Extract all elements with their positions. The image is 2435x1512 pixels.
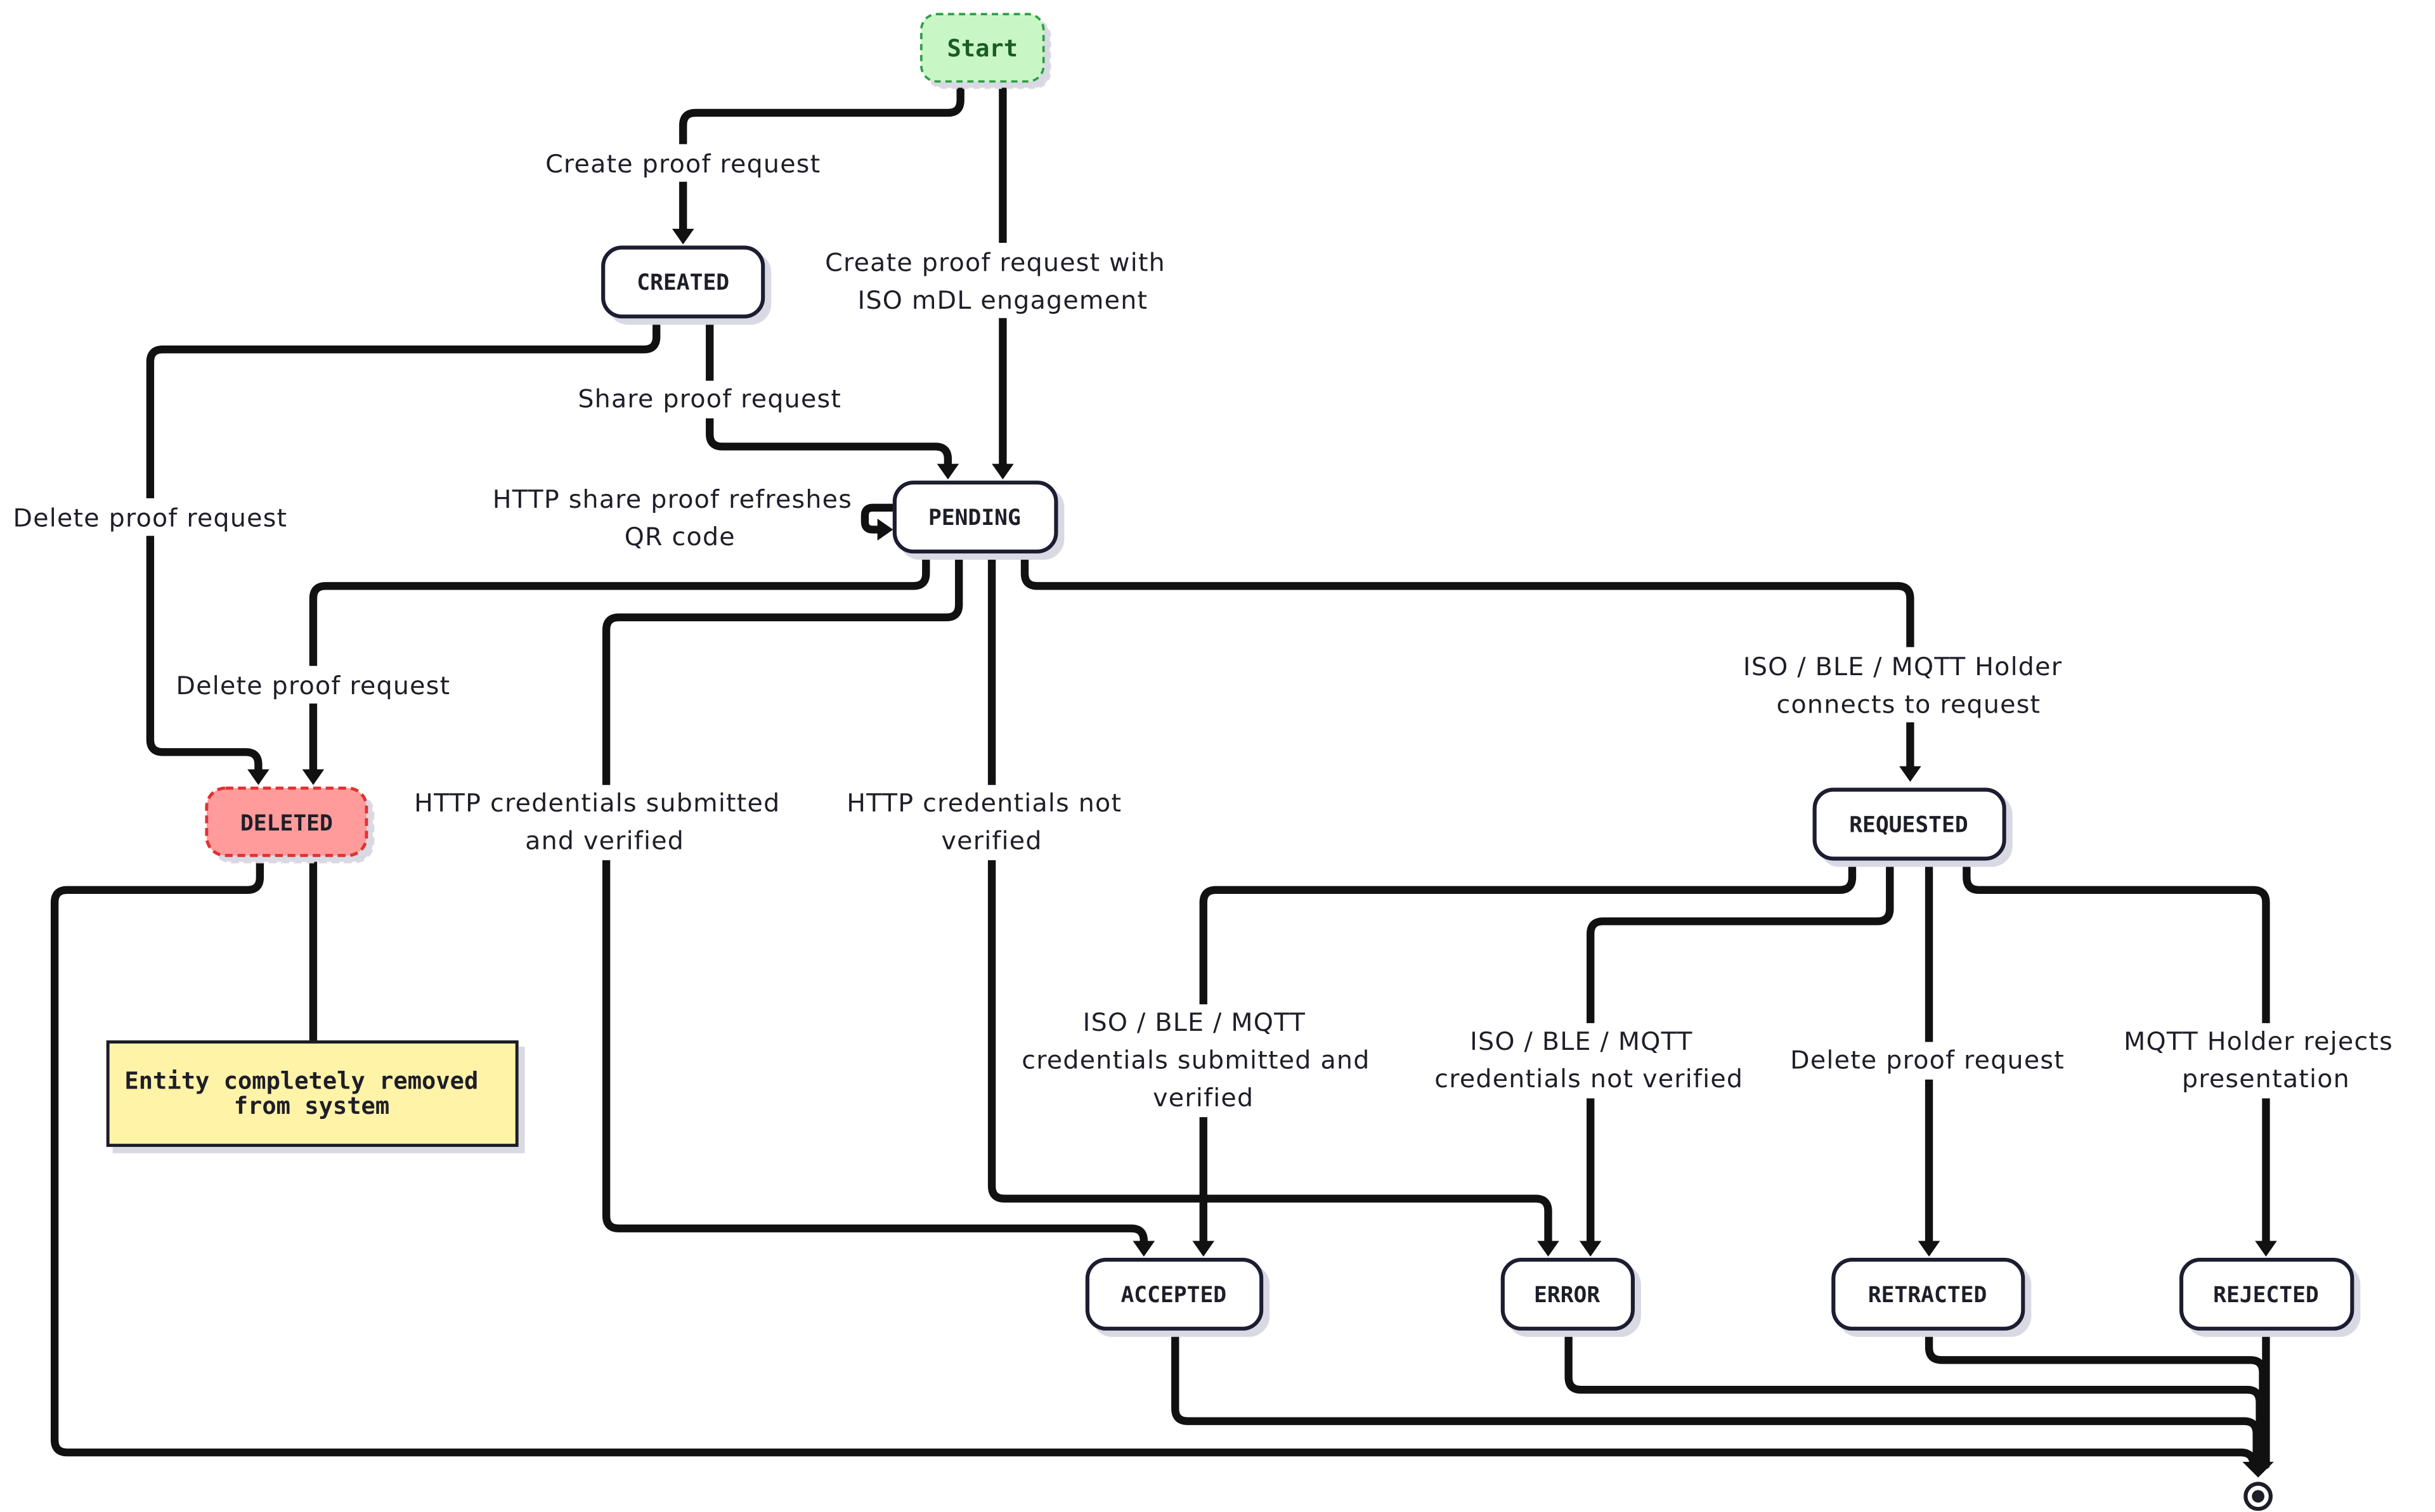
- nodes: Start CREATED PENDING DELETED REQUESTED …: [106, 13, 2354, 1331]
- note-entity-removed: Entity completely removed from system: [106, 1040, 519, 1147]
- end-state-icon: [2243, 1482, 2273, 1511]
- node-pending-label: PENDING: [928, 505, 1021, 531]
- label-requested-retracted: Delete proof request: [1790, 1046, 2065, 1075]
- edge-pending-deleted: [309, 547, 930, 779]
- node-requested-label: REQUESTED: [1849, 812, 1968, 837]
- edge-accepted-end: [1171, 1324, 2261, 1470]
- edge-pending-accepted: [602, 547, 1148, 1250]
- node-retracted: RETRACTED: [1831, 1257, 2025, 1331]
- label-requested-error: ISO / BLE / MQTT credentials not verifie…: [1434, 1027, 1743, 1094]
- node-rejected-label: REJECTED: [2213, 1283, 2319, 1308]
- edge-requested-accepted: [1199, 855, 1857, 1250]
- edge-retracted-end: [1925, 1324, 2267, 1470]
- edge-pending-self: [860, 503, 897, 534]
- edge-labels: Create proof request Create proof reques…: [13, 144, 2402, 1118]
- label-pending-accepted: HTTP credentials submitted and verified: [414, 789, 789, 855]
- node-rejected: REJECTED: [2179, 1257, 2354, 1331]
- label-requested-rejected: MQTT Holder rejects presentation: [2124, 1027, 2402, 1094]
- node-start: Start: [920, 13, 1045, 83]
- arrowhead-pending-from-created: [937, 463, 959, 480]
- label-created-deleted: Delete proof request: [13, 503, 288, 533]
- node-error: ERROR: [1500, 1257, 1635, 1331]
- node-deleted-label: DELETED: [240, 811, 333, 836]
- label-requested-accepted: ISO / BLE / MQTT credentials submitted a…: [1022, 1008, 1379, 1113]
- node-created-label: CREATED: [637, 270, 729, 295]
- label-pending-deleted: Delete proof request: [176, 671, 451, 701]
- arrowhead-created: [672, 228, 694, 245]
- arrowhead-pending-from-start: [992, 463, 1014, 480]
- node-accepted: ACCEPTED: [1085, 1257, 1264, 1331]
- arrowhead-error-from-pending: [1537, 1241, 1559, 1257]
- edge-deleted-end: [50, 851, 2257, 1470]
- node-accepted-label: ACCEPTED: [1120, 1283, 1226, 1308]
- arrowhead-pending-self: [877, 519, 893, 541]
- node-pending: PENDING: [892, 481, 1058, 554]
- edge-start-created: [679, 77, 964, 239]
- edge-pending-error: [987, 547, 1552, 1250]
- arrowhead-retracted: [1918, 1241, 1940, 1257]
- edge-requested-error: [1587, 855, 1894, 1250]
- label-pending-error: HTTP credentials not verified: [847, 789, 1131, 855]
- edge-requested-rejected: [1963, 855, 2270, 1250]
- arrowhead-accepted-from-requested: [1192, 1241, 1215, 1257]
- edge-error-end: [1564, 1324, 2264, 1470]
- node-start-label: Start: [947, 35, 1018, 62]
- edge-created-pending: [706, 313, 952, 474]
- edge-pending-requested: [1020, 547, 1914, 775]
- arrowhead-deleted-from-created: [247, 769, 269, 785]
- node-error-label: ERROR: [1534, 1283, 1600, 1308]
- label-created-pending: Share proof request: [578, 385, 841, 414]
- arrowhead-deleted-from-pending: [302, 769, 325, 785]
- arrowhead-error-from-requested: [1579, 1241, 1602, 1257]
- arrowhead-rejected: [2255, 1241, 2277, 1257]
- note-text: Entity completely removed from system: [124, 1068, 492, 1120]
- node-retracted-label: RETRACTED: [1868, 1283, 1987, 1308]
- arrowheads-end: [2242, 1461, 2274, 1478]
- arrowhead-requested: [1899, 766, 1921, 782]
- label-pending-self: HTTP share proof refreshes QR code: [493, 485, 861, 552]
- node-deleted: DELETED: [205, 786, 368, 857]
- arrowhead-accepted-from-pending: [1133, 1241, 1155, 1257]
- label-start-created: Create proof request: [545, 150, 821, 179]
- node-requested: REQUESTED: [1812, 787, 2006, 861]
- edges: [50, 77, 2277, 1478]
- node-created: CREATED: [601, 245, 765, 319]
- label-pending-requested: ISO / BLE / MQTT Holder connects to requ…: [1743, 652, 2071, 719]
- label-start-pending: Create proof request with ISO mDL engage…: [825, 249, 1174, 315]
- edge-created-deleted: [146, 313, 661, 779]
